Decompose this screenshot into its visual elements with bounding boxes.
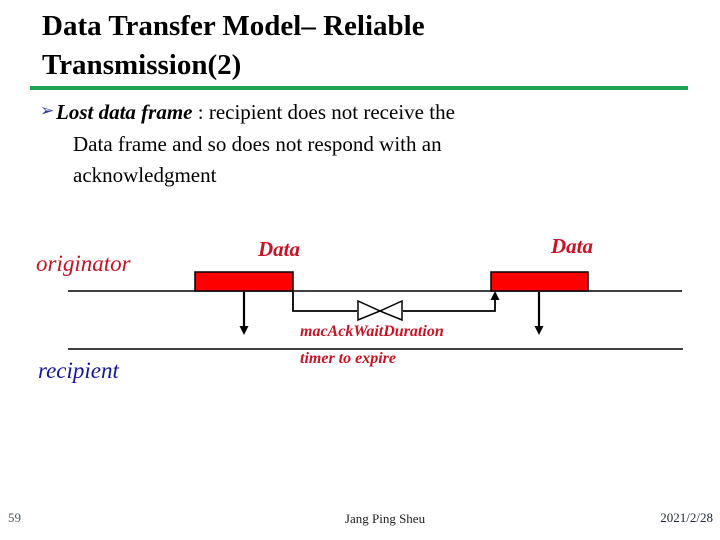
timer-bowtie-icon-left (357, 299, 382, 322)
recipient-label: recipient (38, 358, 119, 383)
originator-label: originator (36, 251, 131, 276)
timer-bowtie-icon-right (378, 299, 403, 322)
slide-author: Jang Ping Sheu (344, 511, 426, 526)
data-frame-2-label: Data (551, 234, 593, 258)
data-frame-2 (490, 271, 589, 292)
slide-title: Data Transfer Model– Reliable Transmissi… (42, 10, 425, 81)
timer-expire-label: timer to expire (300, 350, 396, 367)
slide-page-number: 59 (8, 510, 21, 525)
bullet-text-line-3: acknowledgment (73, 163, 217, 187)
title-underline (30, 86, 688, 90)
timer-bracket-right (403, 299, 496, 312)
data-frame-1-label: Data (258, 237, 300, 261)
bullet-text-line-2: Data frame and so does not respond with … (73, 132, 442, 156)
slide-date: 2021/2/28 (660, 510, 713, 525)
bullet-text-rest: : recipient does not receive the (192, 100, 455, 124)
lost-frame-arrow-1-head (239, 326, 249, 335)
bullet-lead-term: Lost data frame (56, 100, 193, 124)
data-frame-1 (194, 271, 294, 292)
timer-bracket-left (292, 292, 357, 312)
retry-arrow-up-head (490, 291, 500, 300)
bullet-arrow-icon: ➢ (40, 101, 55, 121)
timer-duration-label: macAckWaitDuration (300, 323, 444, 340)
bullet-text-line-1: Lost data frame : recipient does not rec… (56, 100, 455, 125)
lost-frame-arrow-2-head (534, 326, 544, 335)
